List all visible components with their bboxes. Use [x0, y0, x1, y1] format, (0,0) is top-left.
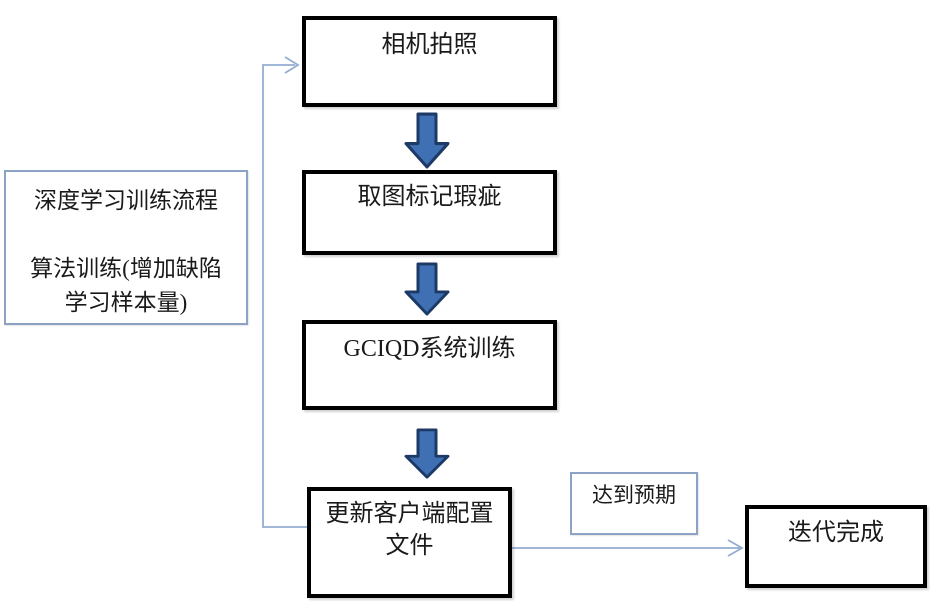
node-update-client-config-line2: 文件 [385, 533, 434, 560]
label-expectation-met: 达到预期 [570, 472, 698, 535]
note-training-process: 深度学习训练流程 算法训练(增加缺陷 学习样本量) [4, 170, 248, 325]
node-iteration-complete: 迭代完成 [745, 505, 927, 588]
node-mark-defects: 取图标记瑕疵 [302, 170, 557, 255]
complete-arrowhead-icon [727, 539, 744, 557]
node-mark-defects-label: 取图标记瑕疵 [357, 184, 502, 210]
label-expectation-met-text: 达到预期 [592, 483, 676, 507]
node-camera-capture-label: 相机拍照 [381, 32, 478, 58]
node-gciqd-training-label: GCIQD系统训练 [343, 336, 516, 362]
node-update-client-config-line1: 更新客户端配置 [325, 501, 494, 527]
note-training-process-line3: 算法训练(增加缺陷 [30, 256, 222, 281]
note-training-process-line4: 学习样本量) [64, 290, 188, 315]
node-gciqd-training: GCIQD系统训练 [302, 320, 557, 410]
feedback-arrowhead-icon [284, 56, 300, 74]
note-training-process-line1: 深度学习训练流程 [34, 188, 218, 213]
down-block-arrow-2 [404, 262, 450, 316]
node-update-client-config: 更新客户端配置 文件 [307, 487, 512, 598]
node-iteration-complete-label: 迭代完成 [788, 520, 884, 546]
down-block-arrow-3 [404, 428, 450, 479]
node-camera-capture: 相机拍照 [302, 16, 557, 107]
down-block-arrow-1 [404, 112, 450, 169]
feedback-connector-line [262, 64, 307, 528]
